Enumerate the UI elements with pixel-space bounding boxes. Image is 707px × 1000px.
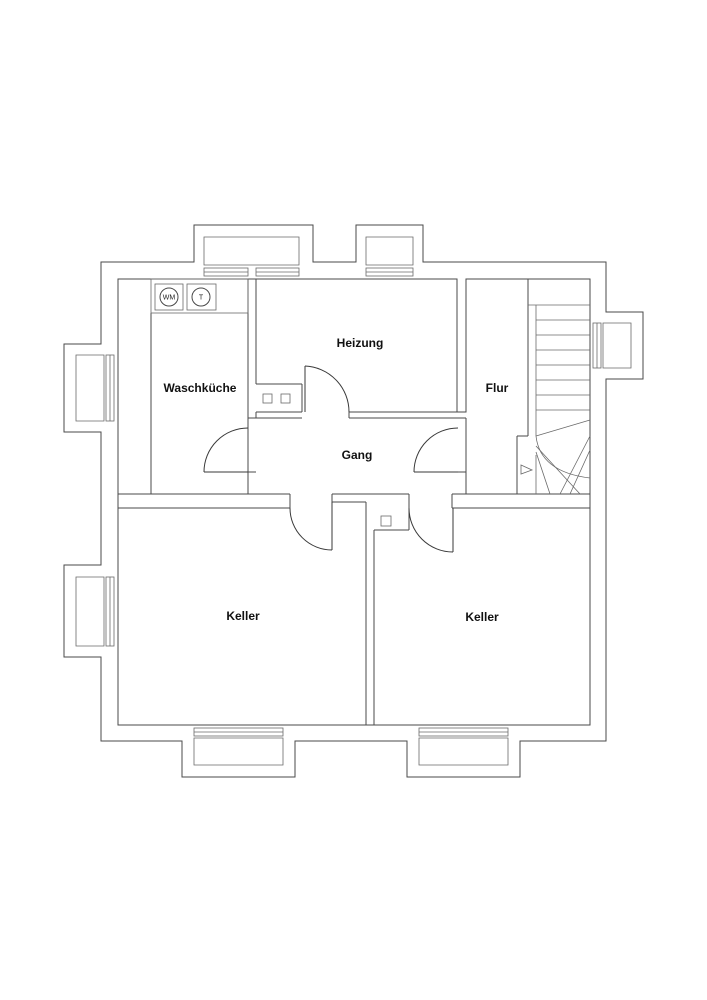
dryer-label: T bbox=[199, 295, 204, 302]
room-label-flur: Flur bbox=[486, 381, 509, 395]
outer-wall bbox=[63, 224, 644, 778]
windows bbox=[105, 267, 602, 737]
room-label-keller-left: Keller bbox=[226, 609, 260, 623]
room-label-gang: Gang bbox=[342, 448, 373, 462]
dryer-icon: T bbox=[191, 287, 211, 307]
interior-walls bbox=[118, 279, 590, 725]
appliance-counter bbox=[150, 278, 249, 314]
window-bays bbox=[75, 236, 632, 766]
washing-machine-icon: WM bbox=[159, 287, 179, 307]
room-label-keller-right: Keller bbox=[465, 610, 499, 624]
doors bbox=[203, 365, 459, 553]
shafts bbox=[262, 393, 392, 527]
washing-machine-label: WM bbox=[163, 295, 176, 302]
room-label-heizung: Heizung bbox=[337, 336, 384, 350]
staircase bbox=[520, 304, 591, 495]
room-label-waschkueche: Waschküche bbox=[164, 381, 237, 395]
